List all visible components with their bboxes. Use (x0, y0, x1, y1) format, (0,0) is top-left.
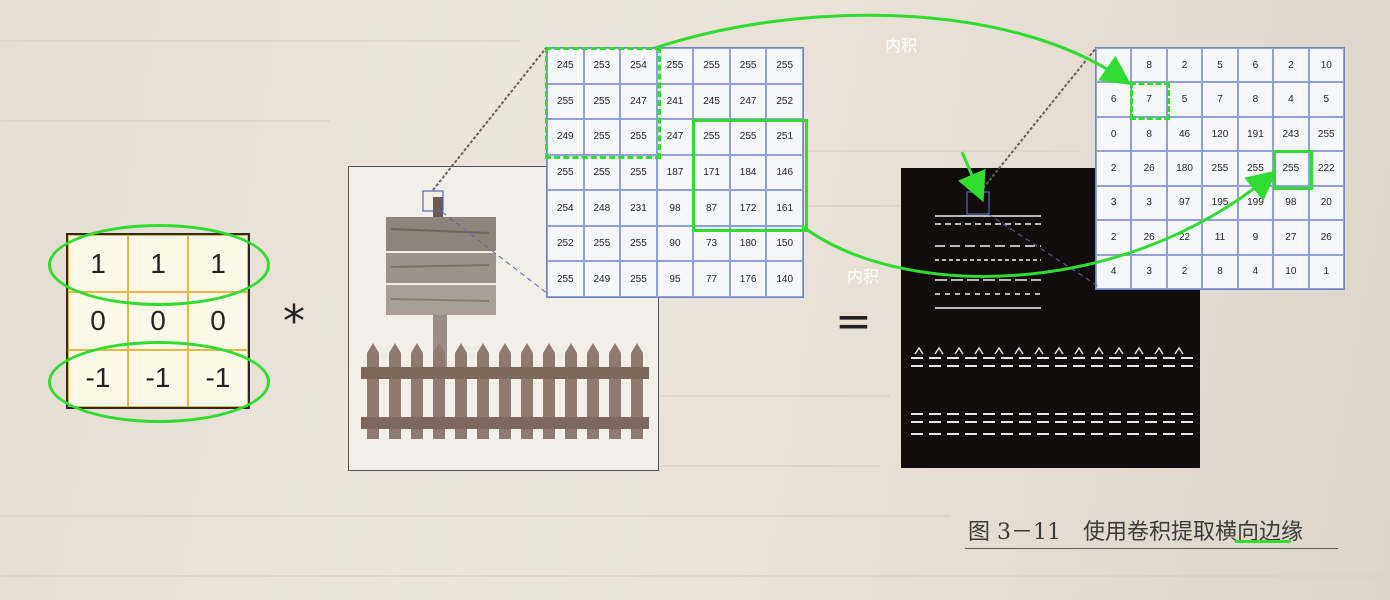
matrix-cell: 254 (547, 190, 584, 226)
matrix-cell: 255 (620, 154, 657, 191)
matrix-cell: 255 (620, 119, 657, 155)
matrix-cell: 255 (620, 261, 657, 297)
matrix-cell: 27 (1273, 220, 1309, 255)
equals-operator: = (835, 296, 872, 347)
kernel-bottom-row-ellipse (48, 341, 270, 423)
input-window-highlight (692, 119, 808, 232)
matrix-cell: 255 (620, 225, 657, 262)
matrix-cell: 10 (1273, 254, 1309, 289)
matrix-cell: 120 (1202, 116, 1238, 152)
matrix-cell: 1 (1308, 254, 1344, 289)
matrix-cell: 46 (1166, 116, 1203, 152)
matrix-cell: 0 (1096, 116, 1132, 152)
matrix-cell: 6 (1096, 82, 1132, 117)
matrix-cell: 146 (766, 154, 803, 191)
matrix-cell: 4 (1273, 82, 1309, 117)
matrix-cell: 187 (656, 154, 694, 191)
matrix-cell: 222 (1308, 151, 1344, 186)
matrix-cell: 2 (1166, 254, 1203, 289)
matrix-cell: 8 (1202, 254, 1238, 289)
matrix-cell: 255 (583, 119, 621, 155)
matrix-cell: 172 (729, 190, 767, 226)
inner-product-label-top: 内积 (885, 38, 918, 55)
matrix-cell: 255 (547, 154, 584, 191)
matrix-cell: 180 (729, 225, 767, 262)
matrix-cell: 3 (1131, 185, 1167, 221)
matrix-cell: 97 (1166, 185, 1203, 221)
matrix-cell: 255 (693, 48, 730, 84)
matrix-cell: 26 (1131, 220, 1167, 255)
matrix-cell: 5 (1308, 82, 1344, 117)
matrix-cell: 247 (729, 83, 767, 120)
matrix-cell: 231 (620, 190, 657, 226)
matrix-cell: 3 (1096, 185, 1132, 221)
matrix-cell: 10 (1308, 48, 1344, 83)
matrix-cell: 176 (729, 261, 767, 297)
matrix-cell: 191 (1237, 116, 1274, 152)
matrix-cell: 255 (547, 261, 584, 297)
matrix-cell: 77 (693, 261, 730, 297)
matrix-cell: 2 (1096, 220, 1132, 255)
matrix-cell: 98 (656, 190, 694, 226)
matrix-cell: 90 (656, 225, 694, 262)
matrix-cell: 247 (620, 83, 657, 120)
matrix-cell: 199 (1237, 185, 1274, 221)
matrix-cell: 249 (583, 261, 621, 297)
kernel-top-row-ellipse (48, 224, 270, 306)
matrix-cell: 2 (1096, 151, 1132, 186)
matrix-cell: 252 (766, 83, 803, 120)
matrix-cell: 26 (1131, 151, 1167, 186)
matrix-cell: 243 (1273, 116, 1309, 152)
matrix-cell: 255 (656, 48, 694, 84)
output-cell-highlight (1273, 150, 1313, 190)
matrix-cell: 7 (1096, 48, 1132, 83)
matrix-cell: 11 (1202, 220, 1238, 255)
convolution-operator: * (283, 296, 305, 347)
matrix-cell: 8 (1131, 48, 1167, 83)
matrix-cell: 255 (583, 154, 621, 191)
matrix-cell: 9 (1237, 220, 1274, 255)
inner-product-label-bottom: 内积 (847, 269, 880, 286)
matrix-cell: 140 (766, 261, 803, 297)
matrix-cell: 180 (1166, 151, 1203, 186)
matrix-cell: 7 (1202, 82, 1238, 117)
matrix-cell: 247 (656, 119, 694, 155)
matrix-cell: 245 (693, 83, 730, 120)
matrix-cell: 255 (1237, 151, 1274, 186)
matrix-cell: 2 (1273, 48, 1309, 83)
matrix-cell: 241 (656, 83, 694, 120)
matrix-cell: 255 (766, 48, 803, 84)
matrix-cell: 26 (1308, 220, 1344, 255)
figure-number: 图 3－11 (968, 520, 1061, 545)
matrix-cell: 255 (729, 48, 767, 84)
matrix-cell: 255 (583, 83, 621, 120)
matrix-cell: 252 (547, 225, 584, 262)
matrix-cell: 73 (693, 225, 730, 262)
matrix-cell: 184 (729, 154, 767, 191)
matrix-cell: 22 (1166, 220, 1203, 255)
matrix-cell: 2 (1166, 48, 1203, 83)
matrix-cell: 8 (1237, 82, 1274, 117)
matrix-cell: 6 (1237, 48, 1274, 83)
matrix-cell: 4 (1096, 254, 1132, 289)
title-underline (1235, 540, 1291, 543)
output-cell-dashed-highlight (1130, 82, 1170, 120)
matrix-cell: 98 (1273, 185, 1309, 221)
matrix-cell: 255 (1308, 116, 1344, 152)
matrix-cell: 5 (1202, 48, 1238, 83)
matrix-cell: 95 (656, 261, 694, 297)
matrix-cell: 20 (1308, 185, 1344, 221)
matrix-cell: 255 (583, 225, 621, 262)
input-window-top-left (545, 47, 661, 159)
matrix-cell: 255 (1202, 151, 1238, 186)
caption-rule (965, 548, 1338, 549)
matrix-cell: 195 (1202, 185, 1238, 221)
matrix-cell: 5 (1166, 82, 1203, 117)
matrix-cell: 8 (1131, 116, 1167, 152)
matrix-cell: 3 (1131, 254, 1167, 289)
matrix-cell: 4 (1237, 254, 1274, 289)
matrix-cell: 248 (583, 190, 621, 226)
